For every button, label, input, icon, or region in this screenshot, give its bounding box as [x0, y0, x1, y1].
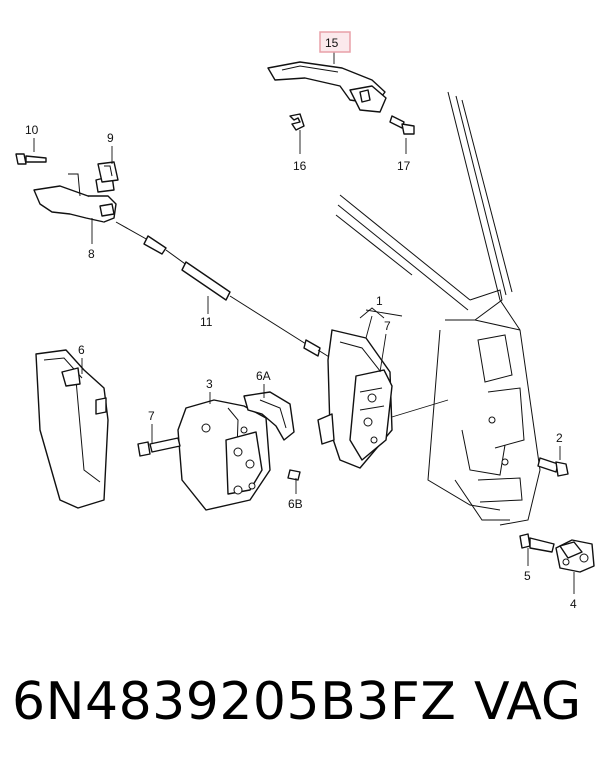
lock-insulation — [35, 349, 109, 509]
bracket-screw — [287, 469, 301, 481]
callout-7-lock: 7 — [384, 319, 391, 333]
callout-9: 9 — [107, 131, 114, 145]
retaining-clip — [289, 113, 305, 131]
operating-cable — [115, 221, 335, 361]
lock-bracket — [243, 391, 295, 441]
callout-1: 1 — [376, 294, 383, 308]
callout-7-screw: 7 — [148, 409, 155, 423]
part-number: 6N4839205B3FZ — [12, 672, 457, 732]
callout-16: 16 — [293, 159, 307, 173]
lock-screw — [137, 437, 181, 457]
door-frame — [335, 91, 541, 526]
callout-15-highlight — [319, 31, 351, 53]
lock-cover — [177, 399, 271, 511]
brand-label: VAG — [474, 672, 582, 732]
callout-3: 3 — [206, 377, 213, 391]
callout-8: 8 — [88, 247, 95, 261]
callout-6B: 6B — [288, 497, 303, 511]
inner-door-handle — [33, 173, 117, 223]
door-lock — [317, 329, 393, 469]
striker-screw — [519, 533, 555, 553]
callout-4: 4 — [570, 597, 577, 611]
callout-5: 5 — [524, 569, 531, 583]
callout-11: 11 — [200, 315, 213, 329]
callout-15: 15 — [325, 36, 339, 50]
callout-6A: 6A — [256, 369, 271, 383]
callout-6: 6 — [78, 343, 85, 357]
striker-plate — [555, 539, 595, 573]
handle-screw — [389, 115, 415, 135]
inner-handle-screw — [15, 153, 47, 165]
handle-clip — [97, 161, 119, 183]
callout-10: 10 — [25, 123, 39, 137]
parts-diagram: 15 16 17 10 9 8 11 1 7 6 3 6A 6B 7 2 5 4 — [15, 31, 595, 611]
caption-bar: 6N4839205B3FZ VAG — [0, 672, 600, 742]
callout-17: 17 — [397, 159, 411, 173]
leader-lines — [33, 52, 575, 594]
callout-2: 2 — [556, 431, 563, 445]
striker-bolt — [537, 457, 569, 477]
callout-labels: 15 16 17 10 9 8 11 1 7 6 3 6A 6B 7 2 5 4 — [25, 36, 577, 611]
outer-door-handle — [267, 61, 387, 113]
